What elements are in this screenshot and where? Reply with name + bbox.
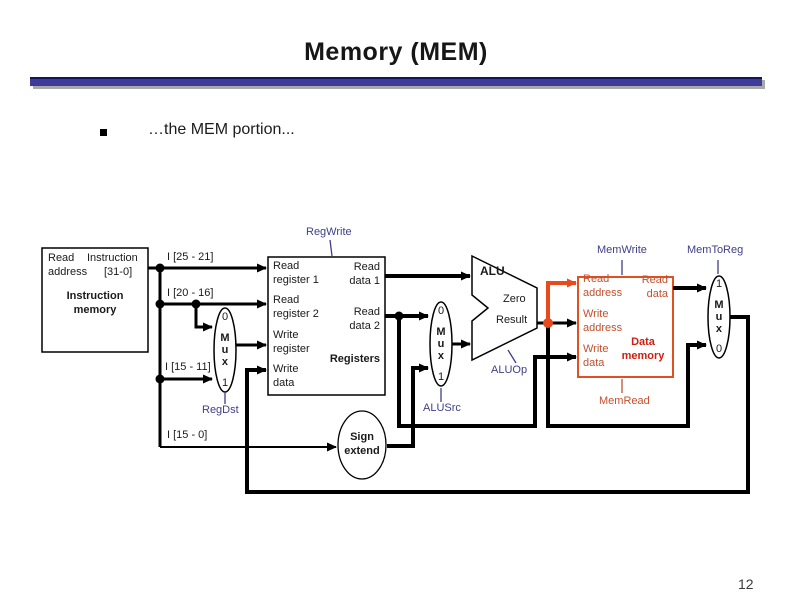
imem-address-label: address [48,266,88,278]
data-memory-box [577,276,674,378]
wire-sign-extend-out [387,363,429,448]
wire-alu-result-to-read-address-highlight [546,278,577,323]
junction-dot [155,374,165,384]
title-divider-bar [30,77,762,86]
wire-i20-16-to-mux [194,304,213,332]
field-15-0-label: I [15 - 0] [167,429,208,441]
imem-instruction-label: Instruction [87,252,138,264]
registers-title: Registers [329,353,380,365]
field-25-21-label: I [25 - 21] [167,251,214,263]
alu-shape [471,254,538,362]
bullet-icon [100,129,107,136]
regdst-label: RegDst [202,404,239,416]
alu-zero-label: Zero [503,293,526,305]
mux-letters: M u x [436,326,446,362]
sign-extend-oval [337,410,387,480]
aluop-tick [507,349,517,364]
instruction-memory-box [41,247,149,353]
wire-writeback [245,315,750,494]
imem-title: Instruction memory [66,290,124,316]
page-title: Memory (MEM) [304,38,488,66]
mux-letters: M u x [714,298,724,335]
junction-dot [394,311,404,321]
alu-title: ALU [480,264,505,278]
mux-letters: M u x [220,332,230,368]
page-number: 12 [738,576,754,592]
regdst-mux: 0 M u x 1 [220,311,230,389]
junction-dot [155,263,165,273]
regwrite-label: RegWrite [306,226,352,238]
alusrc-label: ALUSrc [423,402,461,414]
field-15-11-label: I [15 - 11] [165,361,211,373]
junction-dot [155,299,165,309]
bullet-text: …the MEM portion... [148,121,295,138]
memtoreg-mux: 1 M u x 0 [714,278,724,355]
junction-dot-highlight [543,318,553,328]
memread-label: MemRead [599,395,650,407]
registers-box [267,256,386,396]
memtoreg-label: MemToReg [687,244,744,256]
imem-range-label: [31-0] [104,266,133,278]
regwrite-tick [329,239,333,257]
aluop-label: ALUOp [491,364,528,376]
imem-read-label: Read [48,252,75,264]
junction-dot [191,299,201,309]
alu-result-label: Result [496,314,528,326]
alusrc-mux: 0 M u x 1 [436,305,446,383]
wire-alu-result-bypass [546,323,707,428]
field-20-16-label: I [20 - 16] [167,287,214,299]
memwrite-label: MemWrite [597,244,647,256]
